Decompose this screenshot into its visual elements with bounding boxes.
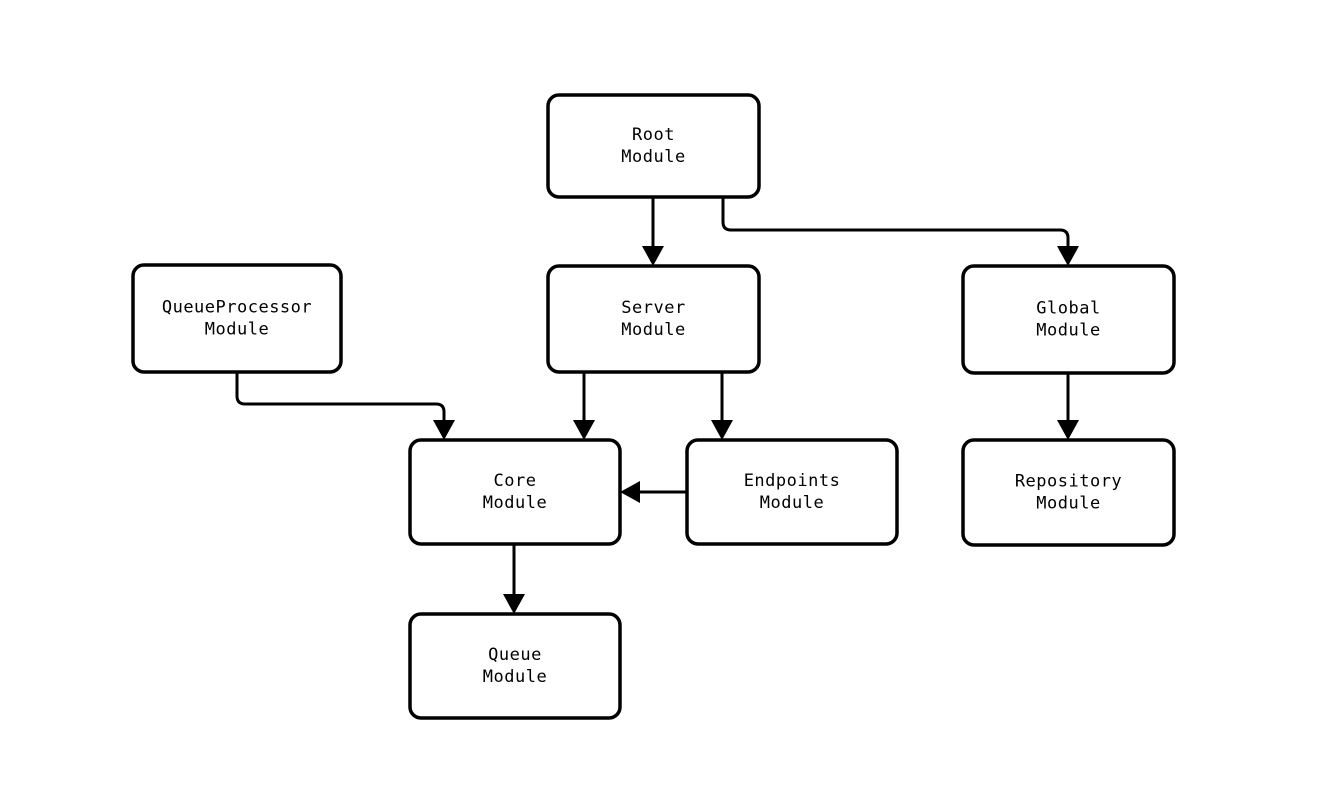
node-label-line1: Root bbox=[632, 125, 675, 145]
arrowhead-icon bbox=[620, 481, 640, 503]
arrowhead-icon bbox=[503, 594, 525, 614]
node-label-line2: Module bbox=[621, 147, 685, 167]
node-label-line2: Module bbox=[205, 320, 269, 340]
edge-core-to-queue bbox=[503, 544, 525, 614]
edge-server-to-endpoints bbox=[711, 372, 733, 440]
node-box[interactable] bbox=[408, 612, 622, 720]
nodes-layer: RootModuleQueueProcessorModuleServerModu… bbox=[131, 93, 1176, 720]
node-label-line2: Module bbox=[483, 493, 547, 513]
node-box[interactable] bbox=[408, 438, 622, 546]
node-label-line1: Server bbox=[621, 298, 685, 318]
edge-queueprocessor-to-core bbox=[235, 372, 455, 440]
node-box[interactable] bbox=[685, 438, 899, 546]
node-label-line1: Repository bbox=[1015, 472, 1122, 492]
node-box[interactable] bbox=[131, 263, 343, 374]
node-box[interactable] bbox=[961, 264, 1176, 375]
node-label-line1: Core bbox=[494, 471, 537, 491]
arrowhead-icon bbox=[711, 420, 733, 440]
node-label-line2: Module bbox=[621, 320, 685, 340]
node-label-line2: Module bbox=[1036, 494, 1100, 514]
arrowhead-icon bbox=[642, 246, 664, 266]
node-box[interactable] bbox=[546, 93, 761, 199]
node-label-line1: QueueProcessor bbox=[162, 298, 312, 318]
node-label-line2: Module bbox=[483, 667, 547, 687]
edge-global-to-repository bbox=[1057, 373, 1079, 440]
edge-line bbox=[721, 197, 1070, 252]
edge-root-to-server bbox=[642, 197, 664, 266]
edge-endpoints-to-core bbox=[620, 481, 687, 503]
node-label-line2: Module bbox=[760, 493, 824, 513]
node-box[interactable] bbox=[546, 264, 761, 374]
node-box[interactable] bbox=[961, 438, 1176, 547]
edge-line bbox=[235, 372, 446, 426]
node-label-line2: Module bbox=[1036, 321, 1100, 341]
arrowhead-icon bbox=[573, 420, 595, 440]
arrowhead-icon bbox=[1057, 420, 1079, 440]
edge-root-to-global bbox=[721, 197, 1079, 266]
node-label-line1: Queue bbox=[488, 645, 542, 665]
edges-layer bbox=[235, 197, 1079, 614]
node-label-line1: Global bbox=[1036, 299, 1100, 319]
arrowhead-icon bbox=[433, 420, 455, 440]
edge-server-to-core bbox=[573, 372, 595, 440]
node-label-line1: Endpoints bbox=[744, 471, 841, 491]
arrowhead-icon bbox=[1057, 246, 1079, 266]
